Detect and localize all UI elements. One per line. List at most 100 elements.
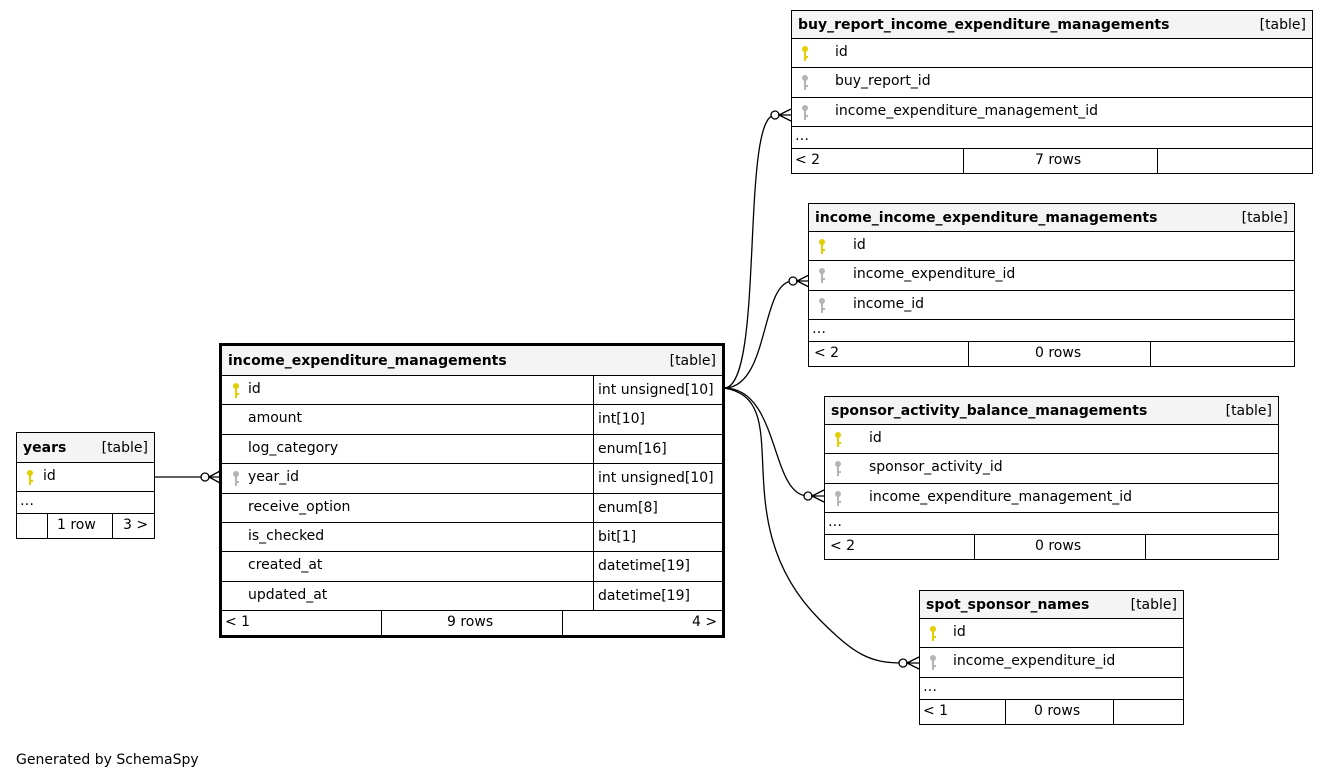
table-income-income-expenditure-managements[interactable]: income_income_expenditure_managements [t… <box>808 203 1295 368</box>
column-row[interactable]: created_at datetime[19] <box>222 552 722 582</box>
table-name: sponsor_activity_balance_managements <box>831 402 1148 419</box>
column-row[interactable]: income_expenditure_id <box>809 261 1294 291</box>
children-link[interactable]: 4 > <box>692 614 718 631</box>
column-row[interactable]: id <box>920 619 1183 649</box>
table-footer: < 2 7 rows <box>792 149 1312 174</box>
table-footer: < 2 0 rows <box>825 535 1278 560</box>
column-name: income_expenditure_id <box>953 653 1116 670</box>
more-columns: … <box>920 678 1183 700</box>
table-name: spot_sponsor_names <box>926 596 1090 613</box>
row-count: 7 rows <box>1035 152 1082 169</box>
column-row[interactable]: income_id <box>809 291 1294 321</box>
parents-link[interactable]: < 1 <box>923 702 949 719</box>
column-row[interactable]: income_expenditure_management_id <box>825 484 1278 514</box>
column-name: sponsor_activity_id <box>869 459 1003 476</box>
column-row[interactable]: is_checked bit[1] <box>222 522 722 553</box>
table-name: income_income_expenditure_managements <box>815 209 1158 226</box>
column-type: int unsigned[10] <box>593 376 714 405</box>
column-row[interactable]: year_id int unsigned[10] <box>222 464 722 494</box>
edge-iem-buy-report <box>723 114 776 389</box>
column-name: id <box>43 468 56 484</box>
table-name: buy_report_income_expenditure_management… <box>798 16 1170 33</box>
column-name: id <box>248 381 261 397</box>
row-count: 1 row <box>57 517 96 534</box>
table-footer: < 2 0 rows <box>809 342 1294 367</box>
generated-by-label: Generated by SchemaSpy <box>16 752 199 768</box>
table-years[interactable]: years [table] id … 1 row 3 > <box>16 432 155 540</box>
row-count: 0 rows <box>1035 538 1082 555</box>
table-buy-report-income-expenditure-managements[interactable]: buy_report_income_expenditure_management… <box>791 10 1313 175</box>
table-kind: [table] <box>1259 16 1306 33</box>
column-row[interactable]: id <box>825 425 1278 455</box>
foreign-key-icon <box>835 461 841 477</box>
column-row[interactable]: sponsor_activity_id <box>825 454 1278 484</box>
primary-key-icon <box>930 626 936 641</box>
column-name: income_expenditure_management_id <box>869 488 1133 505</box>
column-name: id <box>853 237 866 253</box>
column-type: enum[8] <box>593 493 658 522</box>
children-link[interactable]: 3 > <box>123 517 149 534</box>
column-row[interactable]: id <box>792 39 1312 69</box>
more-columns: … <box>792 127 1312 150</box>
column-row[interactable]: id <box>17 463 154 493</box>
parents-link[interactable]: < 2 <box>814 345 840 362</box>
primary-key-icon <box>819 239 825 254</box>
column-row[interactable]: income_expenditure_id <box>920 648 1183 678</box>
column-row[interactable]: amount int[10] <box>222 405 722 435</box>
column-type: datetime[19] <box>593 552 690 581</box>
column-row[interactable]: receive_option enum[8] <box>222 493 722 523</box>
primary-key-icon <box>835 432 841 447</box>
foreign-key-icon <box>819 297 825 313</box>
column-name: updated_at <box>248 586 328 603</box>
column-type: int unsigned[10] <box>593 464 714 493</box>
column-name: buy_report_id <box>835 73 931 90</box>
table-name: income_expenditure_managements <box>228 352 507 369</box>
foreign-key-icon <box>802 104 808 120</box>
parents-link[interactable]: < 2 <box>830 538 856 555</box>
column-row[interactable]: id <box>809 232 1294 262</box>
column-type: int[10] <box>593 405 645 434</box>
column-row[interactable]: buy_report_id <box>792 68 1312 98</box>
column-row[interactable]: id int unsigned[10] <box>222 376 722 406</box>
more-columns: … <box>17 492 154 515</box>
edge-iem-income <box>723 280 794 389</box>
column-name: log_category <box>248 439 339 456</box>
foreign-key-icon <box>802 75 808 91</box>
column-name: created_at <box>248 557 323 574</box>
column-row[interactable]: income_expenditure_management_id <box>792 98 1312 128</box>
table-header: years [table] <box>17 433 154 463</box>
column-name: id <box>835 44 848 60</box>
column-name: income_expenditure_management_id <box>835 102 1099 119</box>
table-header: sponsor_activity_balance_managements [ta… <box>825 397 1278 425</box>
foreign-key-icon <box>819 268 825 284</box>
table-sponsor-activity-balance-managements[interactable]: sponsor_activity_balance_managements [ta… <box>824 396 1279 561</box>
primary-key-icon <box>802 46 808 61</box>
row-count: 9 rows <box>447 614 494 631</box>
parents-link[interactable]: < 1 <box>225 614 251 631</box>
table-header: income_expenditure_managements [table] <box>222 346 722 376</box>
more-columns: … <box>809 320 1294 343</box>
table-header: spot_sponsor_names [table] <box>920 591 1183 619</box>
table-spot-sponsor-names[interactable]: spot_sponsor_names [table] id income_exp… <box>919 590 1184 725</box>
table-kind: [table] <box>1241 209 1288 226</box>
table-footer: < 1 0 rows <box>920 699 1183 724</box>
table-footer: 1 row 3 > <box>17 514 154 539</box>
edge-iem-sponsor-activity <box>723 387 809 497</box>
column-name: id <box>953 624 966 640</box>
foreign-key-icon <box>930 655 936 671</box>
column-row[interactable]: updated_at datetime[19] <box>222 581 722 612</box>
column-name: income_expenditure_id <box>853 266 1016 283</box>
table-income-expenditure-managements[interactable]: income_expenditure_managements [table] i… <box>219 343 725 639</box>
foreign-key-icon <box>835 490 841 506</box>
column-name: id <box>869 430 882 446</box>
table-kind: [table] <box>1225 402 1272 419</box>
more-columns: … <box>825 513 1278 536</box>
table-header: buy_report_income_expenditure_management… <box>792 11 1312 39</box>
column-name: receive_option <box>248 498 351 515</box>
parents-link[interactable]: < 2 <box>795 152 821 169</box>
column-row[interactable]: log_category enum[16] <box>222 434 722 465</box>
column-type: enum[16] <box>593 434 667 464</box>
column-type: datetime[19] <box>593 581 690 611</box>
table-name: years <box>23 439 67 456</box>
table-header: income_income_expenditure_managements [t… <box>809 204 1294 232</box>
